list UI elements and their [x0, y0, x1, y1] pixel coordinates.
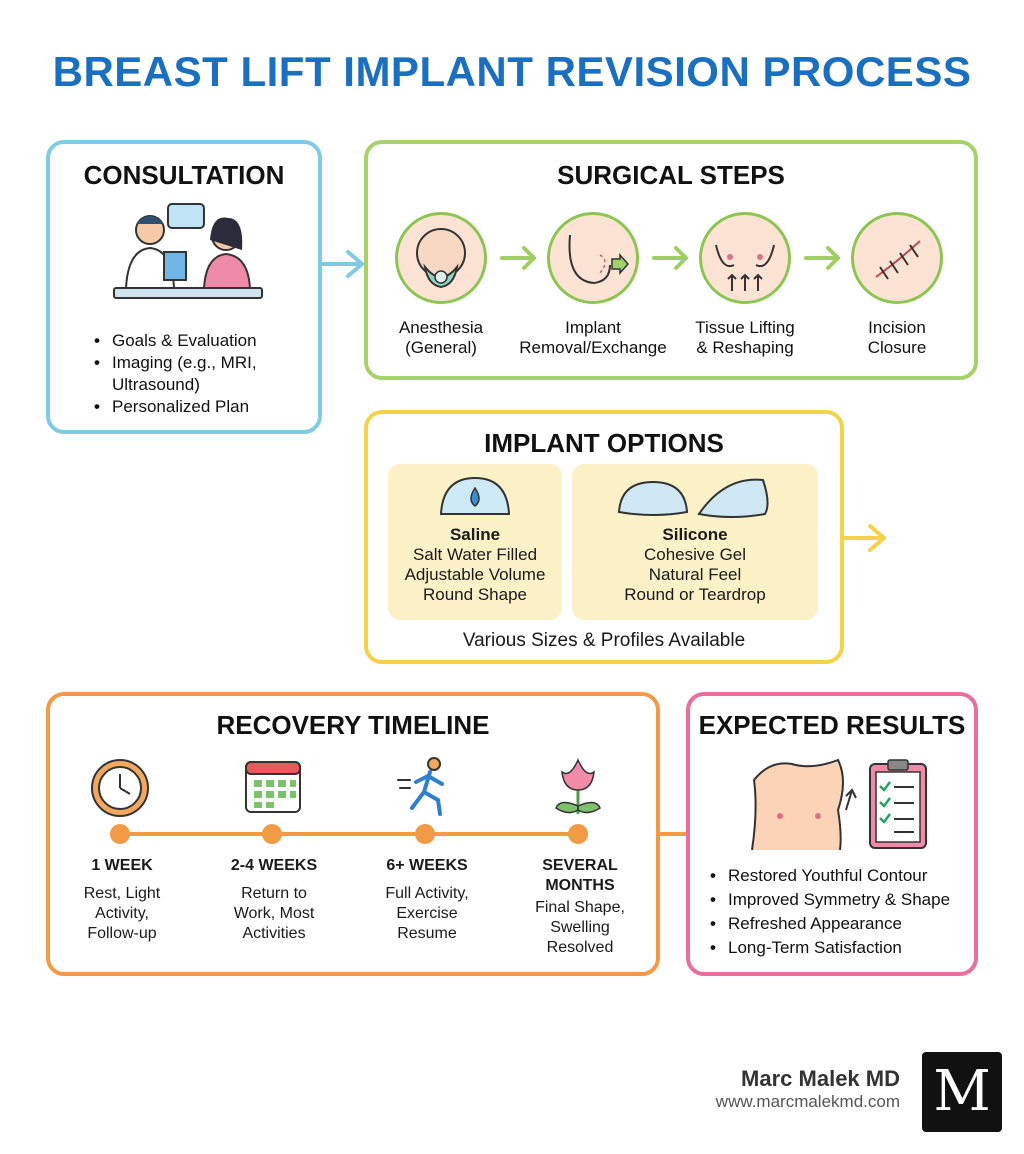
- saline-option: Saline Salt Water Filled Adjustable Volu…: [388, 464, 562, 620]
- results-illustration: [751, 758, 927, 851]
- phase-desc-line: Return to: [241, 885, 307, 902]
- consultation-bullet: Goals & Evaluation: [92, 330, 312, 352]
- results-bullet: Improved Symmetry & Shape: [708, 888, 978, 912]
- results-bullet: Refreshed Appearance: [708, 912, 978, 936]
- timeline-dot: [415, 824, 435, 844]
- step-label-line: Implant: [565, 318, 621, 337]
- incision-suture-icon: [851, 212, 943, 304]
- expected-results-panel: EXPECTED RESULTS Restored Youthful Conto…: [686, 692, 978, 976]
- options-title: IMPLANT OPTIONS: [484, 428, 724, 458]
- timeline-phase: 6+ WEEKS Full Activity, Exercise Resume: [362, 856, 492, 944]
- phase-desc-line: Activity,: [95, 905, 149, 922]
- consultation-bullet: Personalized Plan: [92, 396, 312, 418]
- arrow-options-out: [842, 524, 886, 552]
- timeline-dot: [110, 824, 130, 844]
- flower-icon: [555, 758, 601, 814]
- silicone-option: Silicone Cohesive Gel Natural Feel Round…: [572, 464, 818, 620]
- step-label-line: & Reshaping: [696, 338, 794, 357]
- phase-week: MONTHS: [545, 877, 615, 894]
- options-footer: Various Sizes & Profiles Available: [462, 630, 746, 651]
- phase-week: 2-4 WEEKS: [230, 857, 318, 874]
- surgical-step: Anesthesia(General): [366, 212, 516, 358]
- results-bullet: Restored Youthful Contour: [708, 864, 978, 888]
- phase-desc-line: Resume: [397, 925, 457, 942]
- arrow-consultation-to-surgical: [320, 250, 364, 278]
- surgical-step: Tissue Lifting& Reshaping: [670, 212, 820, 358]
- saline-detail: Round Shape: [423, 585, 527, 604]
- clipboard-checklist-icon: [869, 759, 927, 849]
- phase-desc-line: Rest, Light: [83, 885, 161, 902]
- step-arrows: [500, 246, 840, 270]
- brand-name: Marc Malek MD: [741, 1066, 900, 1091]
- implant-options-panel: IMPLANT OPTIONS Saline Salt Water Filled…: [364, 410, 844, 664]
- timeline-track: [91, 757, 601, 844]
- tissue-lifting-icon: [699, 212, 791, 304]
- phase-desc-line: Full Activity,: [385, 885, 469, 902]
- timeline-dot: [262, 824, 282, 844]
- phase-week: SEVERAL: [542, 857, 618, 874]
- silicone-detail: Natural Feel: [648, 565, 742, 584]
- recovery-title: RECOVERY TIMELINE: [216, 710, 490, 740]
- anesthesia-mask-icon: [395, 212, 487, 304]
- doctor-patient-icon: [113, 203, 263, 299]
- silicone-detail: Round or Teardrop: [624, 585, 766, 604]
- silicone-detail: Cohesive Gel: [643, 545, 747, 564]
- results-title: EXPECTED RESULTS: [698, 710, 966, 740]
- step-label-line: Closure: [867, 338, 927, 357]
- calendar-icon: [245, 761, 301, 813]
- step-label-line: Incision: [868, 318, 926, 337]
- recovery-timeline-panel: RECOVERY TIMELINE: [46, 692, 660, 976]
- phase-desc-line: Swelling: [550, 919, 610, 936]
- surgical-title: SURGICAL STEPS: [557, 160, 785, 190]
- step-label-line: Anesthesia: [398, 318, 484, 337]
- timeline-dot: [568, 824, 588, 844]
- step-label-line: Tissue Lifting: [695, 318, 795, 337]
- phase-desc-line: Work, Most: [233, 905, 315, 922]
- phase-desc-line: Exercise: [396, 905, 458, 922]
- phase-desc-line: Activities: [242, 925, 306, 942]
- step-label-line: Removal/Exchange: [519, 338, 667, 357]
- saline-implant-icon: [439, 476, 511, 515]
- timeline-phase: SEVERAL MONTHS Final Shape, Swelling Res…: [515, 856, 645, 958]
- surgical-steps-panel: SURGICAL STEPS Anesthesia(General) Impla…: [364, 140, 978, 380]
- consultation-title: CONSULTATION: [83, 160, 285, 190]
- brand-logo: M: [922, 1052, 1002, 1132]
- saline-detail: Salt Water Filled: [412, 545, 538, 564]
- results-bullet: Long-Term Satisfaction: [708, 936, 978, 960]
- phase-desc-line: Follow-up: [87, 925, 157, 942]
- timeline-phase: 1 WEEK Rest, Light Activity, Follow-up: [57, 856, 187, 944]
- torso-icon: [751, 758, 857, 851]
- timeline-phase: 2-4 WEEKS Return to Work, Most Activitie…: [209, 856, 339, 944]
- consultation-panel: CONSULTATION Goals & Evaluation Imaging …: [46, 140, 322, 434]
- saline-name: Saline: [449, 525, 501, 544]
- clock-icon: [91, 759, 149, 817]
- consultation-bullet: Imaging (e.g., MRI, Ultrasound): [92, 352, 312, 396]
- phase-desc-line: Final Shape,: [535, 899, 625, 916]
- phase-desc-line: Resolved: [546, 939, 614, 956]
- silicone-name: Silicone: [662, 525, 728, 544]
- brand-url[interactable]: www.marcmalekmd.com: [715, 1092, 900, 1111]
- implant-removal-icon: [547, 212, 639, 304]
- step-label-line: (General): [405, 338, 477, 357]
- page-title: BREAST LIFT IMPLANT REVISION PROCESS: [52, 48, 972, 95]
- silicone-implant-icon: [617, 478, 769, 518]
- phase-week: 1 WEEK: [91, 857, 153, 874]
- saline-detail: Adjustable Volume: [404, 565, 546, 584]
- phase-week: 6+ WEEKS: [386, 857, 468, 874]
- runner-icon: [397, 757, 444, 816]
